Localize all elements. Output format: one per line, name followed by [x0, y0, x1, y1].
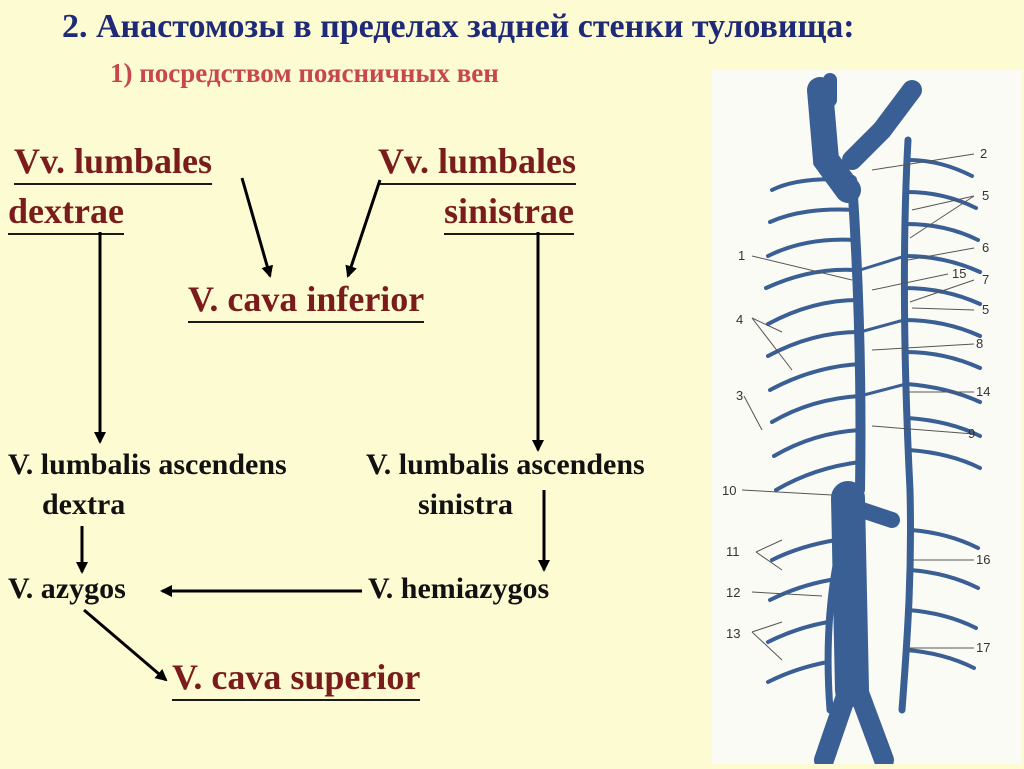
- page-subtitle: 1) посредством поясничных вен: [110, 58, 499, 88]
- node-hemiazygos: V. hemiazygos: [368, 572, 550, 605]
- anatomy-label-11: 11: [726, 544, 740, 559]
- node-cava-superior: V. cava superior: [172, 656, 421, 701]
- page-title: 2. Анастомозы в пределах задней стенки т…: [62, 8, 855, 45]
- node-lumbales-dextrae-line2: dextrae: [8, 190, 124, 235]
- node-lumbalis-ascendens-sinistra-line1: V. lumbalis ascendens: [366, 448, 645, 481]
- node-cava-inferior: V. cava inferior: [188, 278, 425, 323]
- anatomy-label-4: 4: [736, 312, 743, 327]
- anatomy-label-15: 15: [952, 266, 966, 281]
- node-lumbalis-ascendens-dextra-line1: V. lumbalis ascendens: [8, 448, 287, 481]
- anatomy-label-16: 16: [976, 552, 990, 567]
- arrow-sinistrae-to-cava-inferior: [345, 179, 382, 278]
- anatomy-label-1: 1: [738, 248, 745, 263]
- anatomy-label-7: 7: [982, 272, 989, 287]
- flow-arrows: [76, 177, 550, 682]
- vein-illustration-svg: 1 4 3 10 11 12 13 2 5 6 15 7 5 8 14 9 16…: [722, 73, 990, 769]
- node-lumbales-dextrae-line1: Vv. lumbales: [14, 140, 213, 185]
- anatomy-label-8: 8: [976, 336, 983, 351]
- node-azygos: V. azygos: [8, 572, 126, 605]
- node-lumbales-sinistrae-line1: Vv. lumbales: [378, 140, 577, 185]
- anatomy-label-2: 2: [980, 146, 987, 161]
- anatomy-label-12: 12: [726, 585, 740, 600]
- anatomy-label-9: 9: [968, 426, 975, 441]
- anatomy-label-14: 14: [976, 384, 990, 399]
- node-lumbalis-ascendens-dextra-line2: dextra: [42, 488, 126, 521]
- anatomy-label-17: 17: [976, 640, 990, 655]
- vein-anatomy-illustration: 1 4 3 10 11 12 13 2 5 6 15 7 5 8 14 9 16…: [712, 70, 1022, 769]
- arrow-dextrae-to-cava-inferior: [240, 177, 274, 278]
- anatomy-label-13: 13: [726, 626, 740, 641]
- anatomy-label-6: 6: [982, 240, 989, 255]
- anatomy-label-3: 3: [736, 388, 743, 403]
- anatomy-label-10: 10: [722, 483, 736, 498]
- node-lumbalis-ascendens-sinistra-line2: sinistra: [418, 488, 514, 521]
- anatomy-label-5b: 5: [982, 302, 989, 317]
- arrow-azygos-to-cava-superior: [83, 608, 168, 682]
- anatomy-label-5a: 5: [982, 188, 989, 203]
- node-lumbales-sinistrae-line2: sinistrae: [444, 190, 574, 235]
